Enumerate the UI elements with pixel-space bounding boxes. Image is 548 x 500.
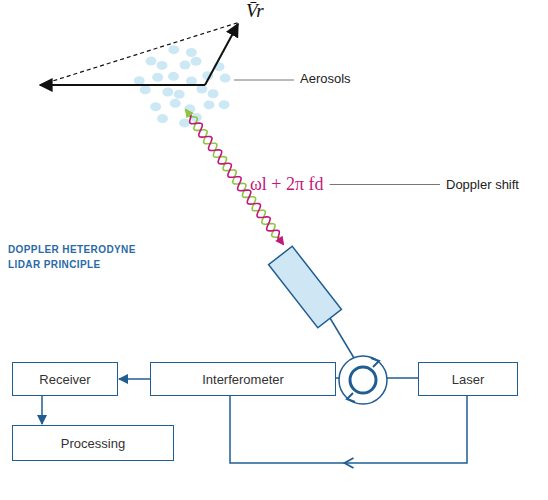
aerosol-particle bbox=[145, 57, 156, 66]
aerosol-particle bbox=[157, 114, 168, 123]
part-label: Aerosols bbox=[300, 71, 351, 86]
aerosol-particle bbox=[162, 88, 173, 97]
vector-sum-dashed bbox=[40, 22, 240, 85]
aerosol-particle bbox=[208, 89, 219, 98]
aerosol-particle bbox=[134, 76, 145, 85]
aerosol-particle bbox=[157, 61, 168, 70]
vector-label: V̄r bbox=[246, 0, 264, 22]
formula-label: ωl + 2π fd bbox=[250, 174, 324, 195]
aerosol-particles bbox=[134, 45, 231, 127]
aerosol-particle bbox=[179, 118, 190, 127]
leader-line bbox=[330, 184, 440, 185]
wave-arrowhead bbox=[181, 106, 194, 119]
circulator bbox=[339, 356, 387, 404]
aerosol-particle bbox=[220, 74, 231, 83]
aerosol-particle bbox=[168, 72, 179, 81]
connector bbox=[119, 378, 150, 380]
aerosol-particle bbox=[219, 100, 230, 109]
connector bbox=[230, 396, 467, 463]
velocity-vector bbox=[205, 24, 238, 85]
aerosol-particle bbox=[204, 100, 215, 109]
aerosol-particle bbox=[152, 73, 163, 82]
flow-arrowhead bbox=[345, 458, 354, 468]
box-label: Processing bbox=[61, 436, 125, 451]
process-box: Laser bbox=[418, 362, 518, 396]
wave-arrowhead bbox=[275, 236, 288, 249]
vector-component bbox=[40, 84, 205, 86]
leader-line bbox=[234, 80, 294, 81]
box-label: Receiver bbox=[39, 372, 90, 387]
process-box: Processing bbox=[12, 425, 174, 461]
box-label: Interferometer bbox=[202, 372, 284, 387]
aerosol-particle bbox=[174, 90, 185, 99]
diagram-title: DOPPLER HETERODYNE LIDAR PRINCIPLE bbox=[8, 242, 158, 272]
aerosol-particle bbox=[170, 99, 181, 108]
box-label: Laser bbox=[452, 372, 485, 387]
aerosol-particle bbox=[168, 45, 179, 54]
telescope bbox=[269, 246, 342, 328]
aerosol-particle bbox=[140, 85, 151, 94]
process-box: Receiver bbox=[12, 362, 118, 396]
telescope-mount bbox=[330, 318, 354, 358]
aerosol-particle bbox=[179, 61, 190, 70]
part-label: Doppler shift bbox=[446, 177, 519, 192]
connector bbox=[41, 396, 43, 424]
aerosol-particle bbox=[191, 57, 202, 66]
aerosol-particle bbox=[150, 102, 161, 111]
process-box: Interferometer bbox=[150, 362, 336, 396]
aerosol-particle bbox=[186, 48, 197, 57]
